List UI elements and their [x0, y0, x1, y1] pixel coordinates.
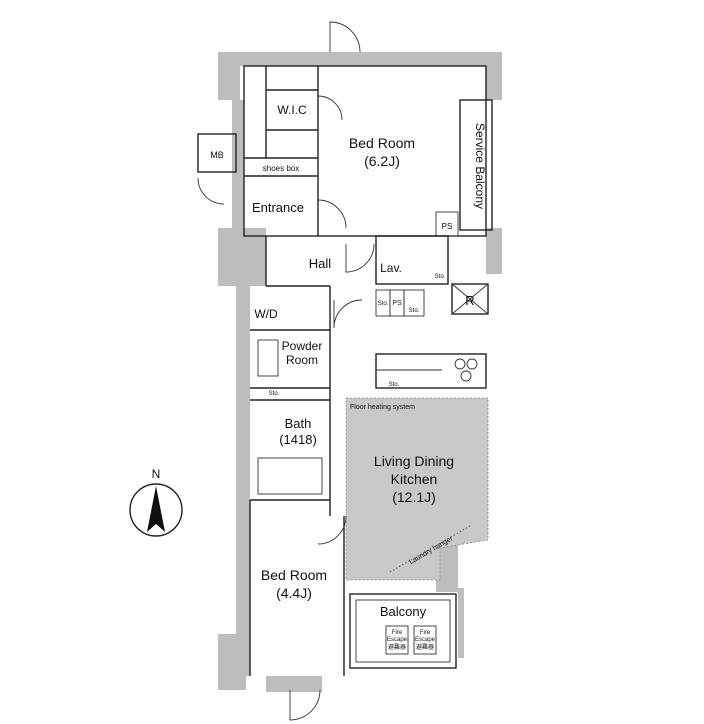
fire-escape-1: Fire Escape 避難器 — [387, 630, 408, 651]
powder-room-line2: Room — [286, 353, 318, 367]
svg-text:Escape: Escape — [415, 637, 436, 643]
bedroom-2-size: (4.4J) — [276, 585, 312, 601]
powder-room-line1: Powder — [282, 339, 323, 353]
svg-text:Escape: Escape — [387, 637, 408, 643]
ldk-size: (12.1J) — [392, 489, 436, 505]
sto-1-label: Sto. — [378, 301, 389, 307]
sto-kitchen-label: Sto. — [389, 382, 400, 388]
bedroom-1-name: Bed Room — [349, 135, 415, 151]
service-balcony-label: Service Balcony — [473, 123, 487, 209]
r-label: R — [465, 293, 474, 308]
walls — [218, 52, 502, 692]
ps-mid-label: PS — [392, 300, 402, 307]
hall-label: Hall — [309, 256, 332, 271]
fire-escape-2: Fire Escape 避難器 — [415, 630, 436, 651]
bath-name: Bath — [285, 416, 312, 431]
bedroom-2-name: Bed Room — [261, 567, 327, 583]
svg-text:避難器: 避難器 — [388, 643, 406, 651]
compass-label: N — [152, 467, 161, 481]
interior-walls — [197, 65, 493, 676]
sto-2-label: Sto. — [409, 308, 420, 314]
floor-heating-area — [345, 397, 489, 581]
floor-heating-label: Floor heating system — [350, 404, 415, 411]
ldk-line1: Living Dining — [374, 453, 454, 469]
laundry-hanger-line — [389, 525, 471, 573]
bath-size: (1418) — [279, 432, 317, 447]
ps-top-label: PS — [442, 222, 453, 231]
mb-label: MB — [210, 150, 224, 160]
doors — [197, 21, 375, 721]
svg-text:Fire: Fire — [420, 630, 431, 636]
shoes-box-label: shoes box — [263, 164, 299, 173]
balcony-label: Balcony — [380, 604, 427, 619]
lav-label: Lav. — [380, 261, 402, 275]
wic-label: W.I.C — [277, 103, 307, 117]
compass-icon: N — [129, 467, 183, 537]
bedroom-1-size: (6.2J) — [364, 153, 400, 169]
wd-label: W/D — [254, 307, 278, 321]
svg-text:Fire: Fire — [392, 630, 403, 636]
ldk-line2: Kitchen — [391, 471, 438, 487]
svg-text:避難器: 避難器 — [416, 643, 434, 651]
entrance-label: Entrance — [252, 200, 304, 215]
sto-3-label: Sto. — [435, 274, 446, 280]
sto-powder-label: Sto. — [269, 391, 280, 397]
